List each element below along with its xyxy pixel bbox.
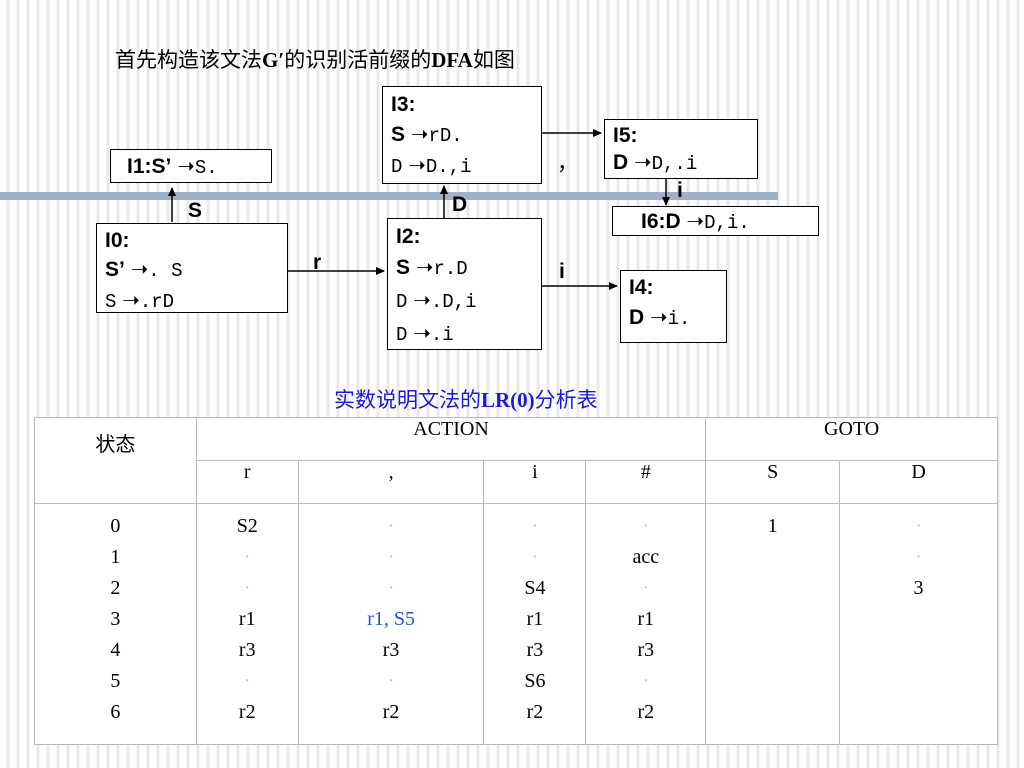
action-cell: · <box>642 670 650 692</box>
header-col-S: S <box>705 460 841 504</box>
arrow-icon: ➝ <box>130 258 149 281</box>
col-i: · · S4 r1 r3 S6 r2 <box>483 503 587 745</box>
edge-label-i-to-i6: i <box>677 179 683 202</box>
goto-cell: 1 <box>767 515 778 537</box>
arrow-icon: ➝ <box>410 123 429 146</box>
action-cell: S6 <box>524 670 546 692</box>
col-comma: · · · r1, S5 r3 · r2 <box>297 503 485 745</box>
action-cell: · <box>387 670 395 692</box>
action-cell: acc <box>632 546 660 568</box>
arrow-icon: ➝ <box>177 155 195 178</box>
action-cell: r3 <box>382 639 400 661</box>
header-action: ACTION <box>195 417 707 461</box>
action-cell: · <box>387 515 395 537</box>
col-r: S2 · · r1 r3 · r2 <box>195 503 299 745</box>
goto-cell: 3 <box>913 577 924 599</box>
col-goto-D: · · 3 <box>839 503 998 745</box>
edge-label-r: r <box>313 251 322 274</box>
action-cell: · <box>243 546 251 568</box>
action-cell: r3 <box>238 639 256 661</box>
col-goto-S: 1 <box>705 503 841 745</box>
action-cell: r1 <box>238 608 256 630</box>
edge-label-d: D <box>452 193 468 216</box>
arrow-icon: ➝ <box>650 306 668 329</box>
lr0-parsing-table: 状态 ACTION GOTO r , i # S D 0 1 2 3 4 5 6… <box>34 417 998 745</box>
action-cell: r3 <box>526 639 544 661</box>
arrow-icon: ➝ <box>413 289 431 312</box>
header-col-comma: , <box>297 460 485 504</box>
state-i2: I2: S ➝r.D D ➝.D,i D ➝.i <box>387 218 542 350</box>
action-cell: · <box>531 546 539 568</box>
action-cell: r2 <box>526 701 544 723</box>
header-goto: GOTO <box>705 417 998 461</box>
state-number: 3 <box>110 608 121 630</box>
arrow-icon: ➝ <box>634 151 652 174</box>
state-i1: I1:S’ ➝S. <box>110 149 272 183</box>
action-cell: · <box>243 670 251 692</box>
action-cell: r2 <box>238 701 256 723</box>
action-cell: · <box>531 515 539 537</box>
edge-label-comma: ， <box>557 152 578 175</box>
arrow-icon: ➝ <box>413 322 431 345</box>
action-cell: r3 <box>637 639 655 661</box>
edge-label-s: S <box>188 199 203 222</box>
header-col-r: r <box>195 460 299 504</box>
state-number: 1 <box>110 546 121 568</box>
action-cell: S2 <box>236 515 258 537</box>
state-number: 6 <box>110 701 121 723</box>
state-i0: I0: S’ ➝. S S ➝.rD <box>96 223 288 313</box>
action-cell: · <box>387 546 395 568</box>
arrow-icon: ➝ <box>408 154 426 177</box>
diagram-title: 首先构造该文法G′的识别活前缀的DFA如图 <box>115 48 515 72</box>
table-body-row: 0 1 2 3 4 5 6 S2 · · r1 r3 · r2 · · · r1… <box>34 503 998 745</box>
goto-cell: · <box>915 546 922 568</box>
action-cell: r2 <box>382 701 400 723</box>
action-cell: · <box>642 515 650 537</box>
dfa-edges <box>168 129 670 290</box>
action-cell: · <box>243 577 251 599</box>
action-cell: r1 <box>637 608 655 630</box>
action-cell: · <box>642 577 650 599</box>
state-i6: I6:D ➝D,i. <box>612 206 819 236</box>
state-i3: I3: S ➝rD. D ➝D.,i <box>382 86 542 184</box>
state-i5: I5: D ➝D,.i <box>604 119 758 179</box>
action-cell: · <box>387 577 395 599</box>
decorative-band <box>0 192 778 200</box>
col-hash: · acc · r1 r3 · r2 <box>585 503 707 745</box>
action-cell: r2 <box>637 701 655 723</box>
header-col-D: D <box>839 460 998 504</box>
conflict-cell: r1, S5 <box>367 608 415 630</box>
goto-cell: · <box>915 515 922 537</box>
edge-label-i-to-i4: i <box>559 260 565 283</box>
state-number: 5 <box>110 670 121 692</box>
header-state: 状态 <box>34 417 197 504</box>
action-cell: r1 <box>526 608 544 630</box>
state-number: 2 <box>110 577 121 599</box>
arrow-icon: ➝ <box>415 256 434 279</box>
arrow-icon: ➝ <box>686 210 705 233</box>
state-i4: I4: D ➝i. <box>620 270 727 343</box>
table-title: 实数说明文法的LR(0)分析表 <box>334 388 598 412</box>
action-cell: S4 <box>524 577 546 599</box>
arrow-icon: ➝ <box>122 289 140 312</box>
state-number: 0 <box>110 515 121 537</box>
header-col-hash: # <box>585 460 707 504</box>
col-states: 0 1 2 3 4 5 6 <box>34 503 197 745</box>
header-col-i: i <box>483 460 587 504</box>
state-number: 4 <box>110 639 121 661</box>
